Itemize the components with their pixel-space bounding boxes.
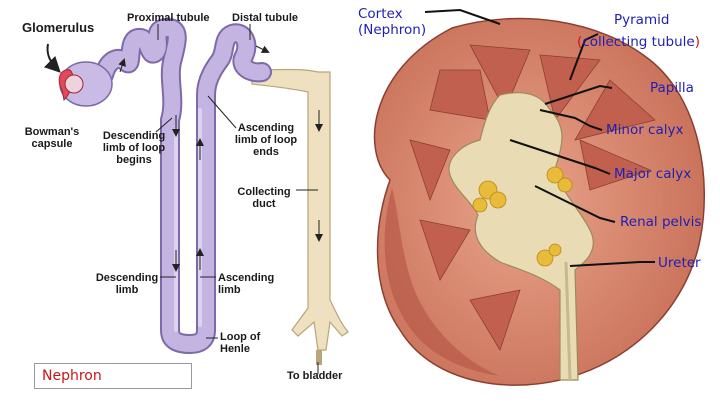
label-ureter: Ureter	[658, 255, 701, 271]
label-asc-ends-line1: Ascending	[232, 122, 300, 134]
label-descending-limb-begins: Descending limb of loop begins	[96, 130, 172, 166]
label-desc-begins-line1: Descending	[96, 130, 172, 142]
label-collecting-duct-line2: duct	[232, 198, 296, 210]
label-ascending-limb-line2: limb	[218, 284, 274, 296]
label-collecting-tubule: (collecting tubule)	[577, 34, 700, 50]
label-proximal-tubule: Proximal tubule	[127, 12, 210, 24]
label-loop-line2: Henle	[220, 343, 260, 355]
label-to-bladder: To bladder	[287, 370, 342, 382]
label-pyramid: Pyramid	[614, 12, 669, 28]
label-cortex: Cortex (Nephron)	[358, 6, 426, 38]
label-papilla: Papilla	[650, 80, 694, 96]
label-loop-of-henle: Loop of Henle	[220, 331, 260, 355]
label-ascending-limb: Ascending limb	[218, 272, 274, 296]
label-descending-limb-line2: limb	[94, 284, 160, 296]
label-desc-begins-line2: limb of loop	[96, 142, 172, 154]
caption-nephron: Nephron	[42, 368, 102, 384]
label-bowmans-capsule: Bowman's capsule	[22, 126, 82, 150]
label-major-calyx: Major calyx	[614, 166, 691, 182]
label-ascending-limb-ends: Ascending limb of loop ends	[232, 122, 300, 158]
label-bowmans-line1: Bowman's	[22, 126, 82, 138]
label-asc-ends-line2: limb of loop	[232, 134, 300, 146]
caption-box: Nephron	[34, 363, 192, 389]
label-distal-tubule: Distal tubule	[232, 12, 298, 24]
collecting-duct-shape	[250, 70, 348, 366]
label-renal-pelvis: Renal pelvis	[620, 214, 701, 230]
label-cortex-line2: (Nephron)	[358, 22, 426, 38]
label-desc-begins-line3: begins	[96, 154, 172, 166]
label-paren-close: )	[695, 34, 700, 50]
label-asc-ends-line3: ends	[232, 146, 300, 158]
label-cortex-line1: Cortex	[358, 6, 426, 22]
label-collecting-tubule-text: collecting tubule	[582, 34, 694, 50]
label-bowmans-line2: capsule	[22, 138, 82, 150]
kidney-illustration	[375, 10, 705, 385]
label-loop-line1: Loop of	[220, 331, 260, 343]
label-ascending-limb-line1: Ascending	[218, 272, 274, 284]
label-collecting-duct-line1: Collecting	[232, 186, 296, 198]
label-collecting-duct: Collecting duct	[232, 186, 296, 210]
label-minor-calyx: Minor calyx	[606, 122, 683, 138]
label-glomerulus: Glomerulus	[22, 22, 94, 34]
label-descending-limb: Descending limb	[94, 272, 160, 296]
bowmans-capsule-shape	[59, 62, 112, 106]
label-descending-limb-line1: Descending	[94, 272, 160, 284]
nephron-illustration	[47, 24, 348, 374]
